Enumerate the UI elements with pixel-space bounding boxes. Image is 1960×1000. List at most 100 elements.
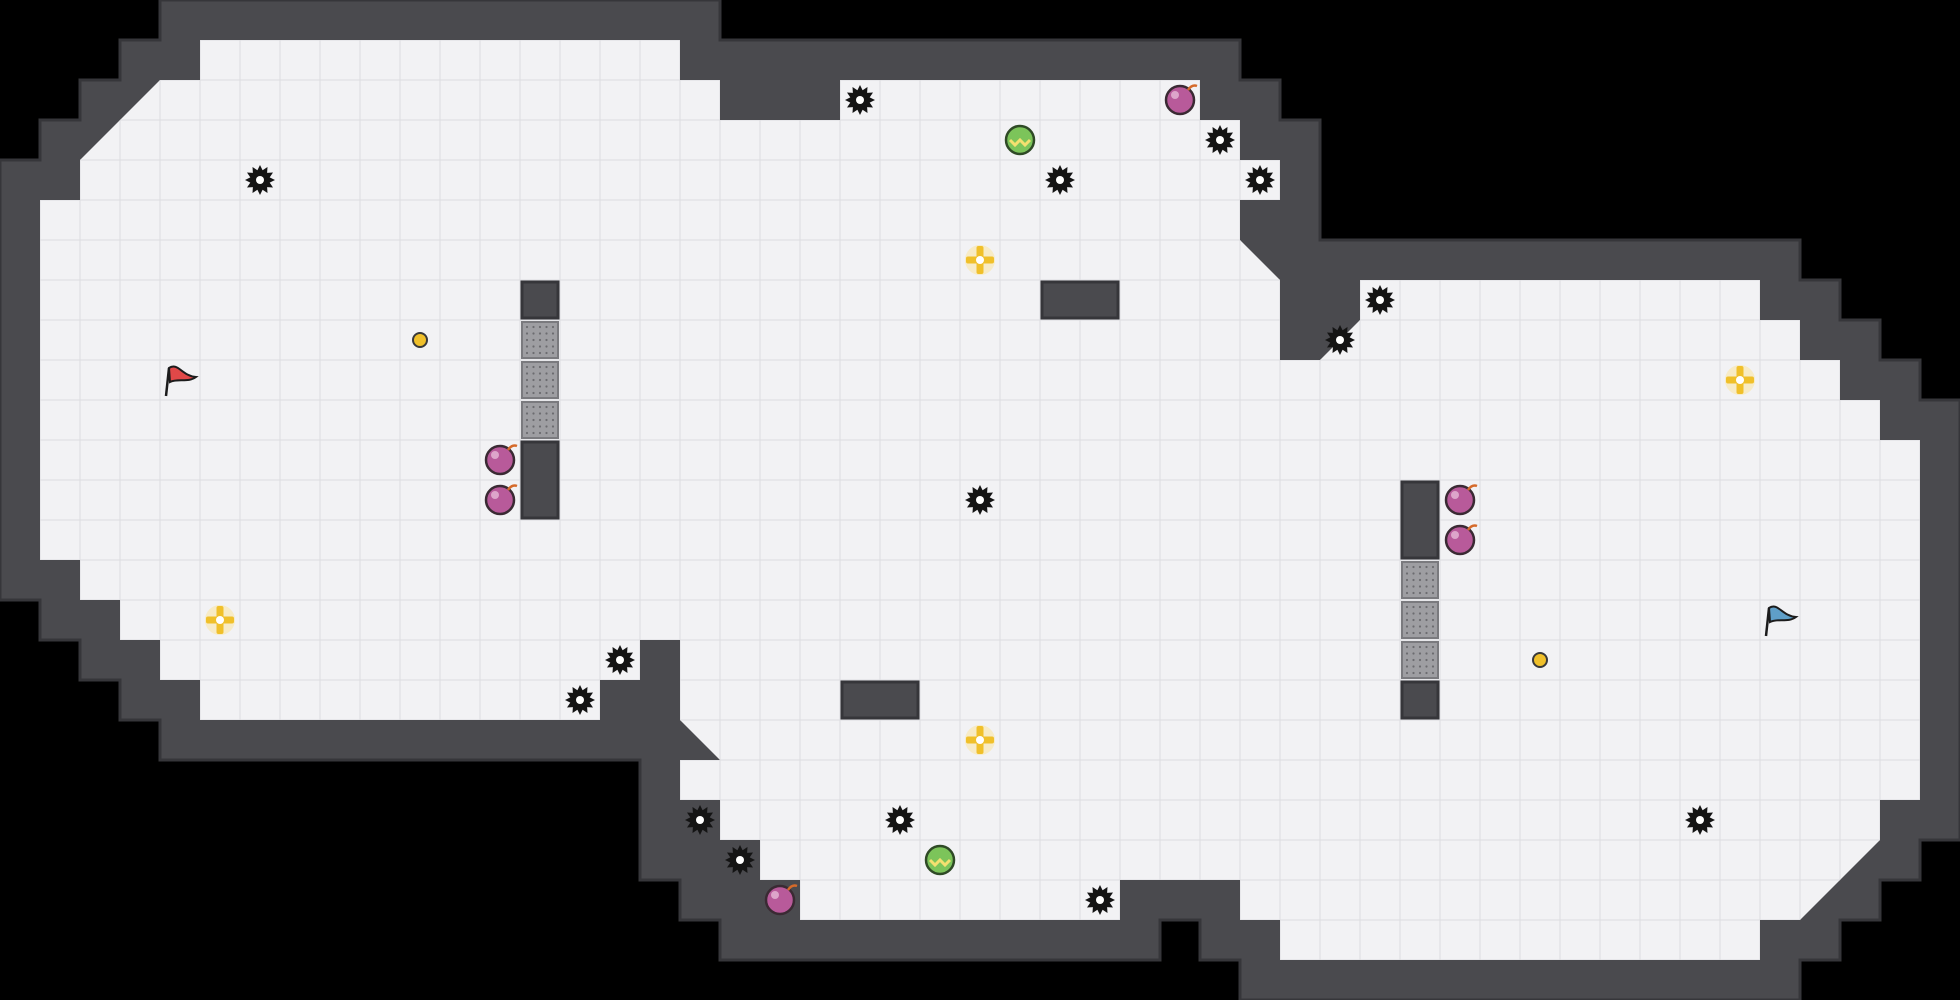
boost-icon bbox=[965, 725, 995, 755]
gate-dot bbox=[1412, 585, 1415, 588]
gate-dot bbox=[545, 391, 548, 395]
gate-dot bbox=[1431, 572, 1435, 575]
gate-dot bbox=[538, 365, 542, 369]
spike-icon bbox=[1325, 325, 1355, 355]
spike-icon bbox=[845, 85, 875, 115]
blue-flag-icon bbox=[1764, 605, 1799, 637]
gate-dot bbox=[545, 345, 548, 348]
spike-icon bbox=[245, 165, 275, 195]
gate-dot bbox=[1431, 612, 1435, 615]
gate-dot bbox=[551, 391, 555, 395]
gate-dot bbox=[1418, 605, 1422, 609]
boost-icon bbox=[205, 605, 235, 635]
gate-dot bbox=[532, 345, 535, 348]
gate-dot bbox=[538, 425, 542, 428]
gate-dot bbox=[1431, 631, 1435, 635]
gate-dot bbox=[532, 325, 535, 329]
gate-dot bbox=[538, 338, 542, 342]
gate-dot bbox=[1425, 652, 1428, 655]
gate-dot bbox=[551, 332, 555, 335]
gate-dot bbox=[525, 325, 529, 329]
gate-dot bbox=[1431, 565, 1435, 569]
spike-icon bbox=[605, 645, 635, 675]
spike-icon bbox=[1365, 285, 1395, 315]
gate-dot bbox=[551, 418, 555, 422]
gate-dot bbox=[1405, 618, 1409, 622]
gate-dot bbox=[1405, 631, 1409, 635]
inner-walls bbox=[520, 280, 1440, 720]
gate-dot bbox=[1425, 591, 1428, 595]
gates bbox=[521, 321, 1439, 679]
gate-dot bbox=[1425, 658, 1428, 662]
gate-dot bbox=[1412, 618, 1415, 622]
gate-dot bbox=[532, 378, 535, 382]
gate-dot bbox=[1405, 671, 1409, 675]
gate-dot bbox=[525, 391, 529, 395]
gate-dot bbox=[1418, 625, 1422, 628]
gate-dot bbox=[1412, 671, 1415, 675]
gate-dot bbox=[1412, 665, 1415, 668]
wall-block bbox=[1040, 280, 1120, 320]
bomb-icon bbox=[1444, 484, 1478, 516]
gate-dot bbox=[1431, 585, 1435, 588]
gate-dot bbox=[1412, 578, 1415, 582]
gate-dot bbox=[545, 338, 548, 342]
gate-dot bbox=[1412, 631, 1415, 635]
gate-dot bbox=[1412, 565, 1415, 569]
gate-dot bbox=[532, 351, 535, 355]
gate-dot bbox=[1412, 658, 1415, 662]
gate-dot bbox=[1405, 591, 1409, 595]
gate-dot bbox=[1431, 671, 1435, 675]
gate-dot bbox=[1425, 612, 1428, 615]
gate-dot bbox=[1405, 585, 1409, 588]
gate-dot bbox=[1425, 625, 1428, 628]
gate-dot bbox=[1418, 612, 1422, 615]
gate-dot bbox=[1431, 658, 1435, 662]
gate-dot bbox=[1405, 658, 1409, 662]
gate-dot bbox=[1412, 625, 1415, 628]
gate-dot bbox=[1405, 665, 1409, 668]
boost-icon bbox=[1725, 365, 1755, 395]
gate-dot bbox=[1418, 618, 1422, 622]
gate-dot bbox=[551, 372, 555, 375]
gate-dot bbox=[1425, 585, 1428, 588]
gate-dot bbox=[1425, 565, 1428, 569]
gate-dot bbox=[1431, 625, 1435, 628]
gate-dot bbox=[545, 412, 548, 415]
gate-dot bbox=[1431, 645, 1435, 649]
gate-dot bbox=[545, 325, 548, 329]
gate-dot bbox=[1431, 618, 1435, 622]
gate-dot bbox=[545, 405, 548, 409]
gate-dot bbox=[538, 378, 542, 382]
gate-dot bbox=[1431, 665, 1435, 668]
gate-dot bbox=[551, 385, 555, 388]
gate-dot bbox=[525, 431, 529, 435]
powerup-icon bbox=[1004, 124, 1036, 156]
bomb-icon bbox=[484, 484, 518, 516]
gate-dot bbox=[1425, 671, 1428, 675]
spike-icon bbox=[1085, 885, 1115, 915]
gate-dot bbox=[545, 378, 548, 382]
gate-dot bbox=[1405, 578, 1409, 582]
spike-icon bbox=[965, 485, 995, 515]
gate-dot bbox=[1405, 612, 1409, 615]
gate-dot bbox=[538, 412, 542, 415]
spike-icon bbox=[1205, 125, 1235, 155]
spike-icon bbox=[1045, 165, 1075, 195]
gate-dot bbox=[1425, 631, 1428, 635]
gate-dot bbox=[551, 351, 555, 355]
gate-dot bbox=[525, 351, 529, 355]
gate-dot bbox=[1425, 605, 1428, 609]
gate-dot bbox=[525, 405, 529, 409]
gate-dot bbox=[1418, 565, 1422, 569]
gate-dot bbox=[532, 332, 535, 335]
gate-dot bbox=[1405, 645, 1409, 649]
gate-dot bbox=[551, 425, 555, 428]
gate-dot bbox=[538, 385, 542, 388]
gate-dot bbox=[1425, 572, 1428, 575]
gate-dot bbox=[1418, 591, 1422, 595]
spike-icon bbox=[885, 805, 915, 835]
gate-dot bbox=[532, 338, 535, 342]
gate-dot bbox=[551, 405, 555, 409]
